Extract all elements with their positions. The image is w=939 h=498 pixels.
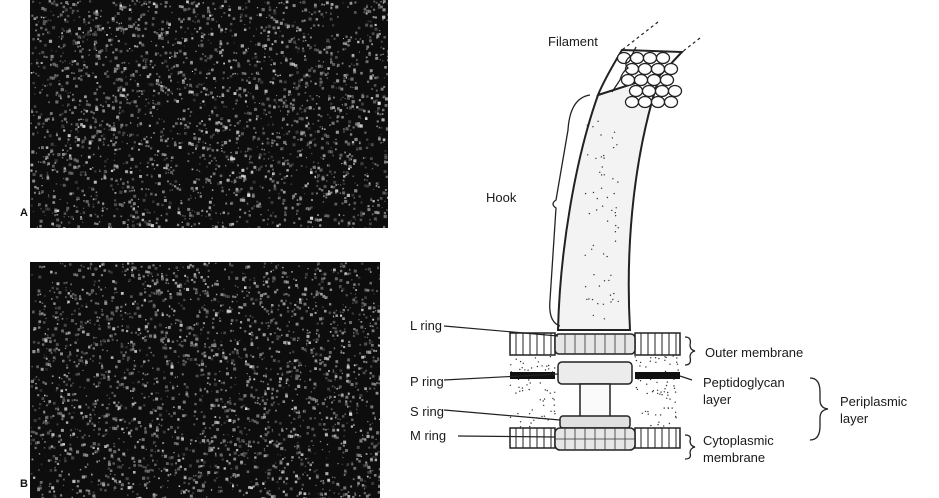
basal-body <box>555 334 635 450</box>
peptidoglycan-leader <box>680 376 692 380</box>
label-s-ring: S ring <box>410 404 444 419</box>
label-l-ring: L ring <box>410 318 442 333</box>
rod <box>580 384 610 418</box>
micrograph-b-texture <box>30 262 380 498</box>
l-ring-leader <box>444 326 558 336</box>
label-m-ring: M ring <box>410 428 446 443</box>
hook-shaft <box>558 75 660 330</box>
label-peptidoglycan: Peptidoglycan <box>703 375 785 390</box>
p-ring-shape <box>558 362 632 384</box>
panel-letter-b: B <box>20 478 28 490</box>
label-peptidoglycan-layer: layer <box>703 392 731 407</box>
outer-membrane-brace <box>685 337 695 365</box>
micrograph-a <box>30 0 388 228</box>
periplasmic-brace <box>810 378 828 440</box>
s-ring-shape <box>560 416 630 428</box>
label-p-ring: P ring <box>410 374 444 389</box>
s-ring-leader <box>444 410 560 420</box>
label-cytoplasmic: Cytoplasmic <box>703 433 774 448</box>
cytoplasmic-brace <box>685 435 695 459</box>
label-periplasmic-layer: layer <box>840 411 868 426</box>
label-filament: Filament <box>548 34 598 49</box>
label-periplasmic: Periplasmic <box>840 394 907 409</box>
panel-letter-a: A <box>20 207 28 219</box>
label-cytoplasmic-membrane: membrane <box>703 450 765 465</box>
label-outer-membrane: Outer membrane <box>705 345 803 360</box>
micrograph-b <box>30 262 380 498</box>
micrograph-a-texture <box>30 0 388 228</box>
label-hook: Hook <box>486 190 516 205</box>
